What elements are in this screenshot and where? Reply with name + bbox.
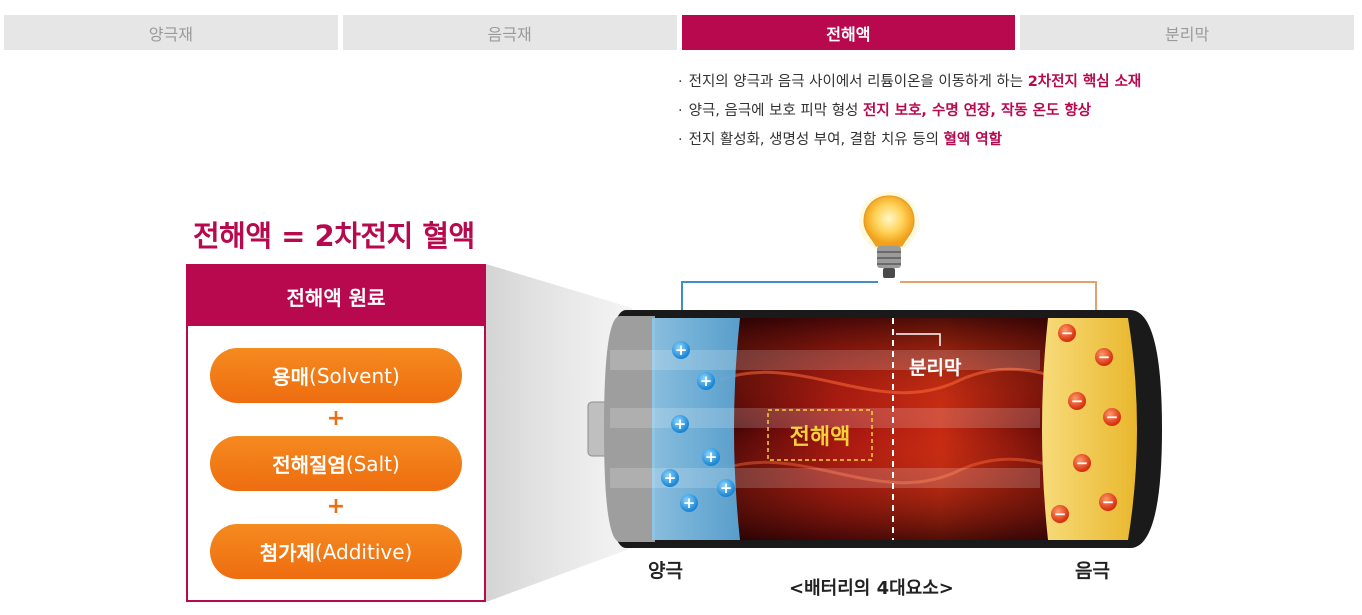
- minus-sign: −: [1106, 408, 1119, 426]
- minus-sign: −: [1071, 392, 1084, 410]
- description-text: 전지 활성화, 생명성 부여, 결함 치유 등의: [688, 132, 944, 148]
- tab-separator[interactable]: 분리막: [1020, 15, 1354, 50]
- description-highlight: 2차전지 핵심 소재: [1027, 74, 1142, 90]
- zoom-cone: [486, 264, 632, 602]
- minus-sign: −: [1054, 505, 1067, 523]
- tab-anode-material[interactable]: 음극재: [342, 15, 677, 50]
- material-english: (Additive): [314, 539, 413, 564]
- description-highlight: 전지 보호, 수명 연장, 작동 온도 향상: [863, 103, 1092, 119]
- electrolyte-label: 전해액: [790, 425, 851, 450]
- materials-header: 전해액 원료: [188, 266, 484, 326]
- plus-sign: +: [664, 469, 677, 487]
- plus-sign: +: [720, 479, 733, 497]
- minus-sign: −: [1098, 348, 1111, 366]
- electrolyte-box: [767, 409, 873, 461]
- minus-sign: −: [1076, 454, 1089, 472]
- plus-ion-signs: + + + + + + +: [664, 341, 733, 512]
- cathode-wire: [900, 281, 1097, 322]
- separator-label: 분리막: [909, 357, 962, 379]
- cathode-label: 음극: [1075, 560, 1110, 582]
- description-item: · 전지의 양극과 음극 사이에서 리튬이온을 이동하게 하는 2차전지 핵심 소…: [678, 68, 1141, 97]
- tab-cathode-material[interactable]: 양극재: [4, 15, 338, 50]
- description-text: 양극, 음극에 보호 피막 형성: [688, 103, 864, 119]
- material-name: 용매: [272, 365, 310, 389]
- plus-sign: +: [683, 494, 696, 512]
- plus-ion-icon: [661, 341, 735, 512]
- minus-sign: −: [1102, 493, 1115, 511]
- material-name: 전해질염: [272, 453, 346, 477]
- plus-sign: +: [674, 415, 687, 433]
- bullet-marker: ·: [678, 103, 683, 119]
- description-list: · 전지의 양극과 음극 사이에서 리튬이온을 이동하게 하는 2차전지 핵심 소…: [678, 68, 1141, 155]
- plus-icon: +: [326, 494, 346, 519]
- minus-sign: −: [1061, 324, 1074, 342]
- anode-label: 양극: [648, 560, 683, 582]
- material-additive: 첨가제(Additive): [210, 524, 462, 579]
- material-salt: 전해질염(Salt): [210, 436, 462, 491]
- description-item: · 양극, 음극에 보호 피막 형성 전지 보호, 수명 연장, 작동 온도 향상: [678, 97, 1141, 126]
- tab-bar: 양극재 음극재 전해액 분리막: [4, 15, 1354, 50]
- material-solvent: 용매(Solvent): [210, 348, 462, 403]
- minus-ion-signs: − − − − − − −: [1054, 324, 1119, 523]
- description-item: · 전지 활성화, 생명성 부여, 결함 치유 등의 혈액 역할: [678, 126, 1141, 155]
- plus-sign: +: [705, 448, 718, 466]
- material-english: (Salt): [345, 451, 400, 476]
- headline: 전해액 = 2차전지 혈액: [193, 219, 475, 253]
- plus-sign: +: [675, 341, 688, 359]
- material-english: (Solvent): [309, 363, 400, 388]
- tab-electrolyte[interactable]: 전해액: [681, 15, 1016, 50]
- bullet-marker: ·: [678, 132, 683, 148]
- description-text: 전지의 양극과 음극 사이에서 리튬이온을 이동하게 하는: [688, 74, 1028, 90]
- description-highlight: 혈액 역할: [943, 132, 1002, 148]
- plus-icon: +: [326, 406, 346, 431]
- plus-sign: +: [700, 372, 713, 390]
- material-name: 첨가제: [259, 541, 315, 565]
- battery-body: [587, 310, 1162, 548]
- bullet-marker: ·: [678, 74, 683, 90]
- light-bulb-icon: [859, 192, 919, 278]
- anode-wire: [681, 281, 878, 322]
- diagram-caption: <배터리의 4대요소>: [789, 578, 954, 599]
- materials-box: 전해액 원료 용매(Solvent) + 전해질염(Salt) + 첨가제(Ad…: [186, 264, 486, 602]
- minus-ion-icon: [1051, 324, 1121, 523]
